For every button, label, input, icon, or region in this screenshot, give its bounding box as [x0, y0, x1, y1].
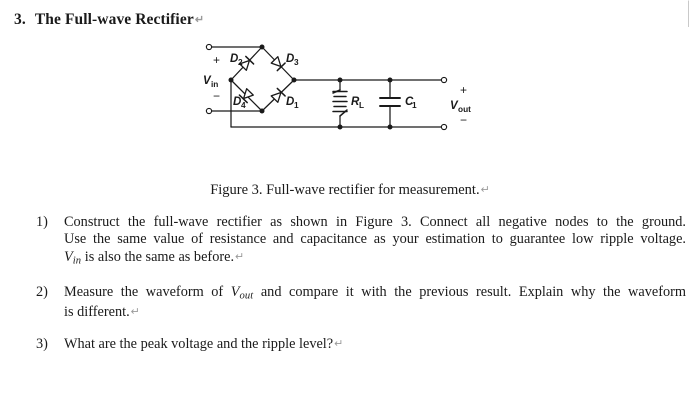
list-item-line-text: is different.: [64, 304, 130, 321]
node-rl-top: [337, 77, 343, 83]
label-vin-minus: −: [213, 89, 220, 103]
label-vin: V: [203, 75, 212, 87]
list-item: 3) What are the peak voltage and the rip…: [0, 336, 700, 353]
diode-symbol-d4: [238, 88, 254, 104]
node-c1-top: [387, 77, 393, 83]
variable-vout-sub: out: [239, 289, 254, 301]
list-item-line-post: and compare it with the previous result.…: [253, 283, 686, 300]
variable-vin-sub: in: [72, 255, 82, 267]
figure-3-circuit-diagram: + V in − + V out − D 2 D 3 D 4 D 1 R L C…: [0, 38, 700, 168]
variable-vin: V: [64, 248, 73, 265]
terminal-vout-positive: [440, 76, 448, 84]
terminal-vin-positive: [205, 43, 213, 51]
label-vout-plus: +: [460, 83, 467, 97]
label-d4-sub: 4: [241, 100, 246, 110]
label-rl-sub: L: [359, 100, 364, 110]
label-d2: D: [230, 53, 238, 65]
label-vin-sub: in: [211, 79, 218, 89]
list-item-line: Vin is also the same as before.↵: [64, 249, 686, 270]
bridge-rectifier-schematic: + V in − + V out − D 2 D 3 D 4 D 1 R L C…: [203, 43, 471, 131]
node-bridge-right: [291, 77, 297, 83]
pilcrow-mark: ↵: [130, 306, 140, 319]
list-item-marker: 3): [36, 335, 48, 352]
label-vin-plus: +: [213, 53, 220, 67]
label-d3: D: [286, 53, 294, 65]
diode-symbol-d2: [239, 55, 255, 71]
node-c1-bottom: [387, 124, 393, 130]
label-d1-sub: 1: [294, 100, 299, 110]
list-item-line-rest: is also the same as before.: [81, 248, 235, 265]
instructions-list: 1) Construct the full-wave rectifier as …: [0, 214, 700, 353]
list-item-line: Construct the full-wave rectifier as sho…: [64, 214, 686, 230]
resistor-symbol-rl: [332, 89, 348, 117]
label-rl: R: [351, 96, 360, 108]
diode-symbol-d1: [270, 87, 286, 103]
label-c1-sub: 1: [412, 100, 417, 110]
node-bridge-top: [259, 44, 265, 50]
diode-symbol-d3: [270, 56, 286, 72]
list-item-line-text: What are the peak voltage and the ripple…: [64, 335, 334, 352]
label-d4: D: [233, 96, 241, 108]
node-bridge-bottom: [259, 108, 265, 114]
list-item-line: What are the peak voltage and the ripple…: [64, 336, 686, 353]
label-vout-minus: −: [460, 113, 467, 127]
label-d3-sub: 3: [294, 57, 299, 67]
pilcrow-mark: ↵: [480, 184, 490, 196]
junction-dots: [228, 44, 393, 130]
heading-number: 3.: [14, 11, 26, 28]
pilcrow-mark: ↵: [334, 337, 344, 350]
list-item: 2) Measure the waveform of Vout and comp…: [0, 284, 700, 322]
pilcrow-mark: ↵: [194, 14, 205, 26]
node-bridge-left: [228, 77, 234, 83]
terminals: [205, 43, 448, 131]
label-d1: D: [286, 96, 294, 108]
list-item-marker: 1): [36, 214, 48, 230]
heading-text: The Full-wave Rectifier: [34, 11, 194, 28]
label-vout-sub: out: [458, 104, 471, 114]
node-rl-bottom: [337, 124, 343, 130]
terminal-vin-negative: [205, 107, 213, 115]
list-item-marker: 2): [36, 283, 48, 300]
label-c1: C: [405, 96, 414, 108]
list-item: 1) Construct the full-wave rectifier as …: [0, 214, 700, 270]
capacitor-symbol-c1: [379, 97, 401, 107]
pilcrow-mark: ↵: [235, 250, 245, 263]
terminal-vout-negative: [440, 123, 448, 131]
label-d2-sub: 2: [238, 57, 243, 67]
figure-caption: Figure 3. Full-wave rectifier for measur…: [0, 182, 700, 199]
list-item-line: Use the same value of resistance and cap…: [64, 231, 686, 248]
label-vout: V: [450, 100, 459, 112]
list-item-line: is different.↵: [64, 304, 686, 321]
variable-vout: V: [230, 283, 240, 300]
figure-caption-text: Figure 3. Full-wave rectifier for measur…: [210, 182, 480, 198]
page-border-mark: [670, 0, 689, 27]
list-item-line: Measure the waveform of Vout and compare…: [64, 284, 686, 305]
list-item-line-pre: Measure the waveform of: [64, 283, 231, 300]
page-title: 3. The Full-wave Rectifier↵: [14, 11, 204, 29]
